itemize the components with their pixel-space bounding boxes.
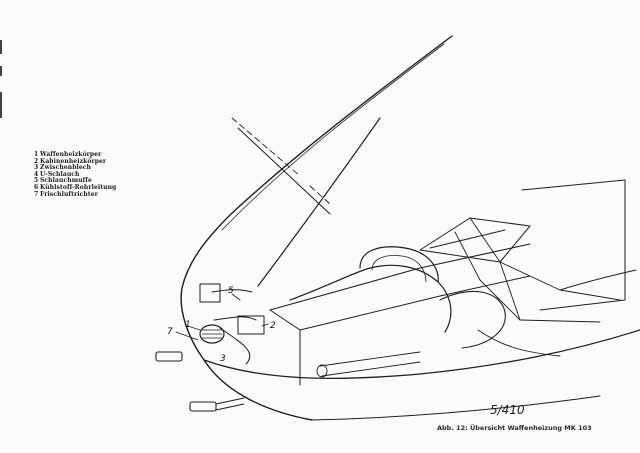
leader-2 (261, 323, 269, 327)
rear-bulkhead-line (559, 269, 637, 291)
upper-gun-muzzle (155, 351, 183, 362)
heater-pipes (211, 289, 257, 365)
callout-7: 7 (167, 327, 173, 337)
heater-core (199, 324, 225, 344)
callout-3: 3 (220, 354, 226, 364)
cockpit-floor (299, 275, 531, 331)
barrel-end (316, 364, 328, 378)
gun-duct-top (289, 264, 452, 333)
upper-heater-box (199, 283, 221, 303)
side-frame-top (269, 243, 531, 311)
figure-number: 5/410 (490, 403, 525, 417)
rear-bulkhead (521, 179, 626, 311)
pipe-to-right (477, 329, 561, 357)
callout-5: 5 (228, 286, 234, 296)
tube-frame-a (419, 217, 531, 263)
scan-edge-mark-mid (0, 66, 2, 76)
dashed-axis-line (231, 117, 331, 205)
cabin-heater-box (237, 315, 265, 335)
gun-duct-inner (371, 255, 427, 283)
leader-7 (175, 331, 199, 341)
muzzle-shaft-lower (215, 397, 245, 411)
lower-gun-muzzle (189, 401, 217, 412)
callout-1: 1 (185, 320, 191, 330)
canopy-outer-curve (180, 35, 453, 421)
leader-5 (231, 293, 241, 301)
fuselage-lower-skin (203, 329, 640, 380)
fuselage-bottom-line (311, 395, 601, 421)
leader-1 (187, 325, 201, 331)
gun-cylinder (439, 290, 506, 349)
gun-barrel-lines (319, 351, 421, 377)
gun-duct-hood (359, 246, 439, 283)
scan-edge-mark-top (0, 40, 2, 54)
canopy-frame-line (257, 117, 381, 287)
canopy-inner-curve (221, 43, 445, 231)
figure-caption: Abb. 12: Übersicht Waffenheizung MK 103 (437, 424, 592, 432)
scan-edge-mark-low (0, 92, 2, 118)
tube-frame-b (429, 217, 521, 321)
leader-line-upper (237, 127, 331, 215)
callout-2: 2 (270, 321, 276, 331)
heater-core-fins (201, 329, 223, 339)
